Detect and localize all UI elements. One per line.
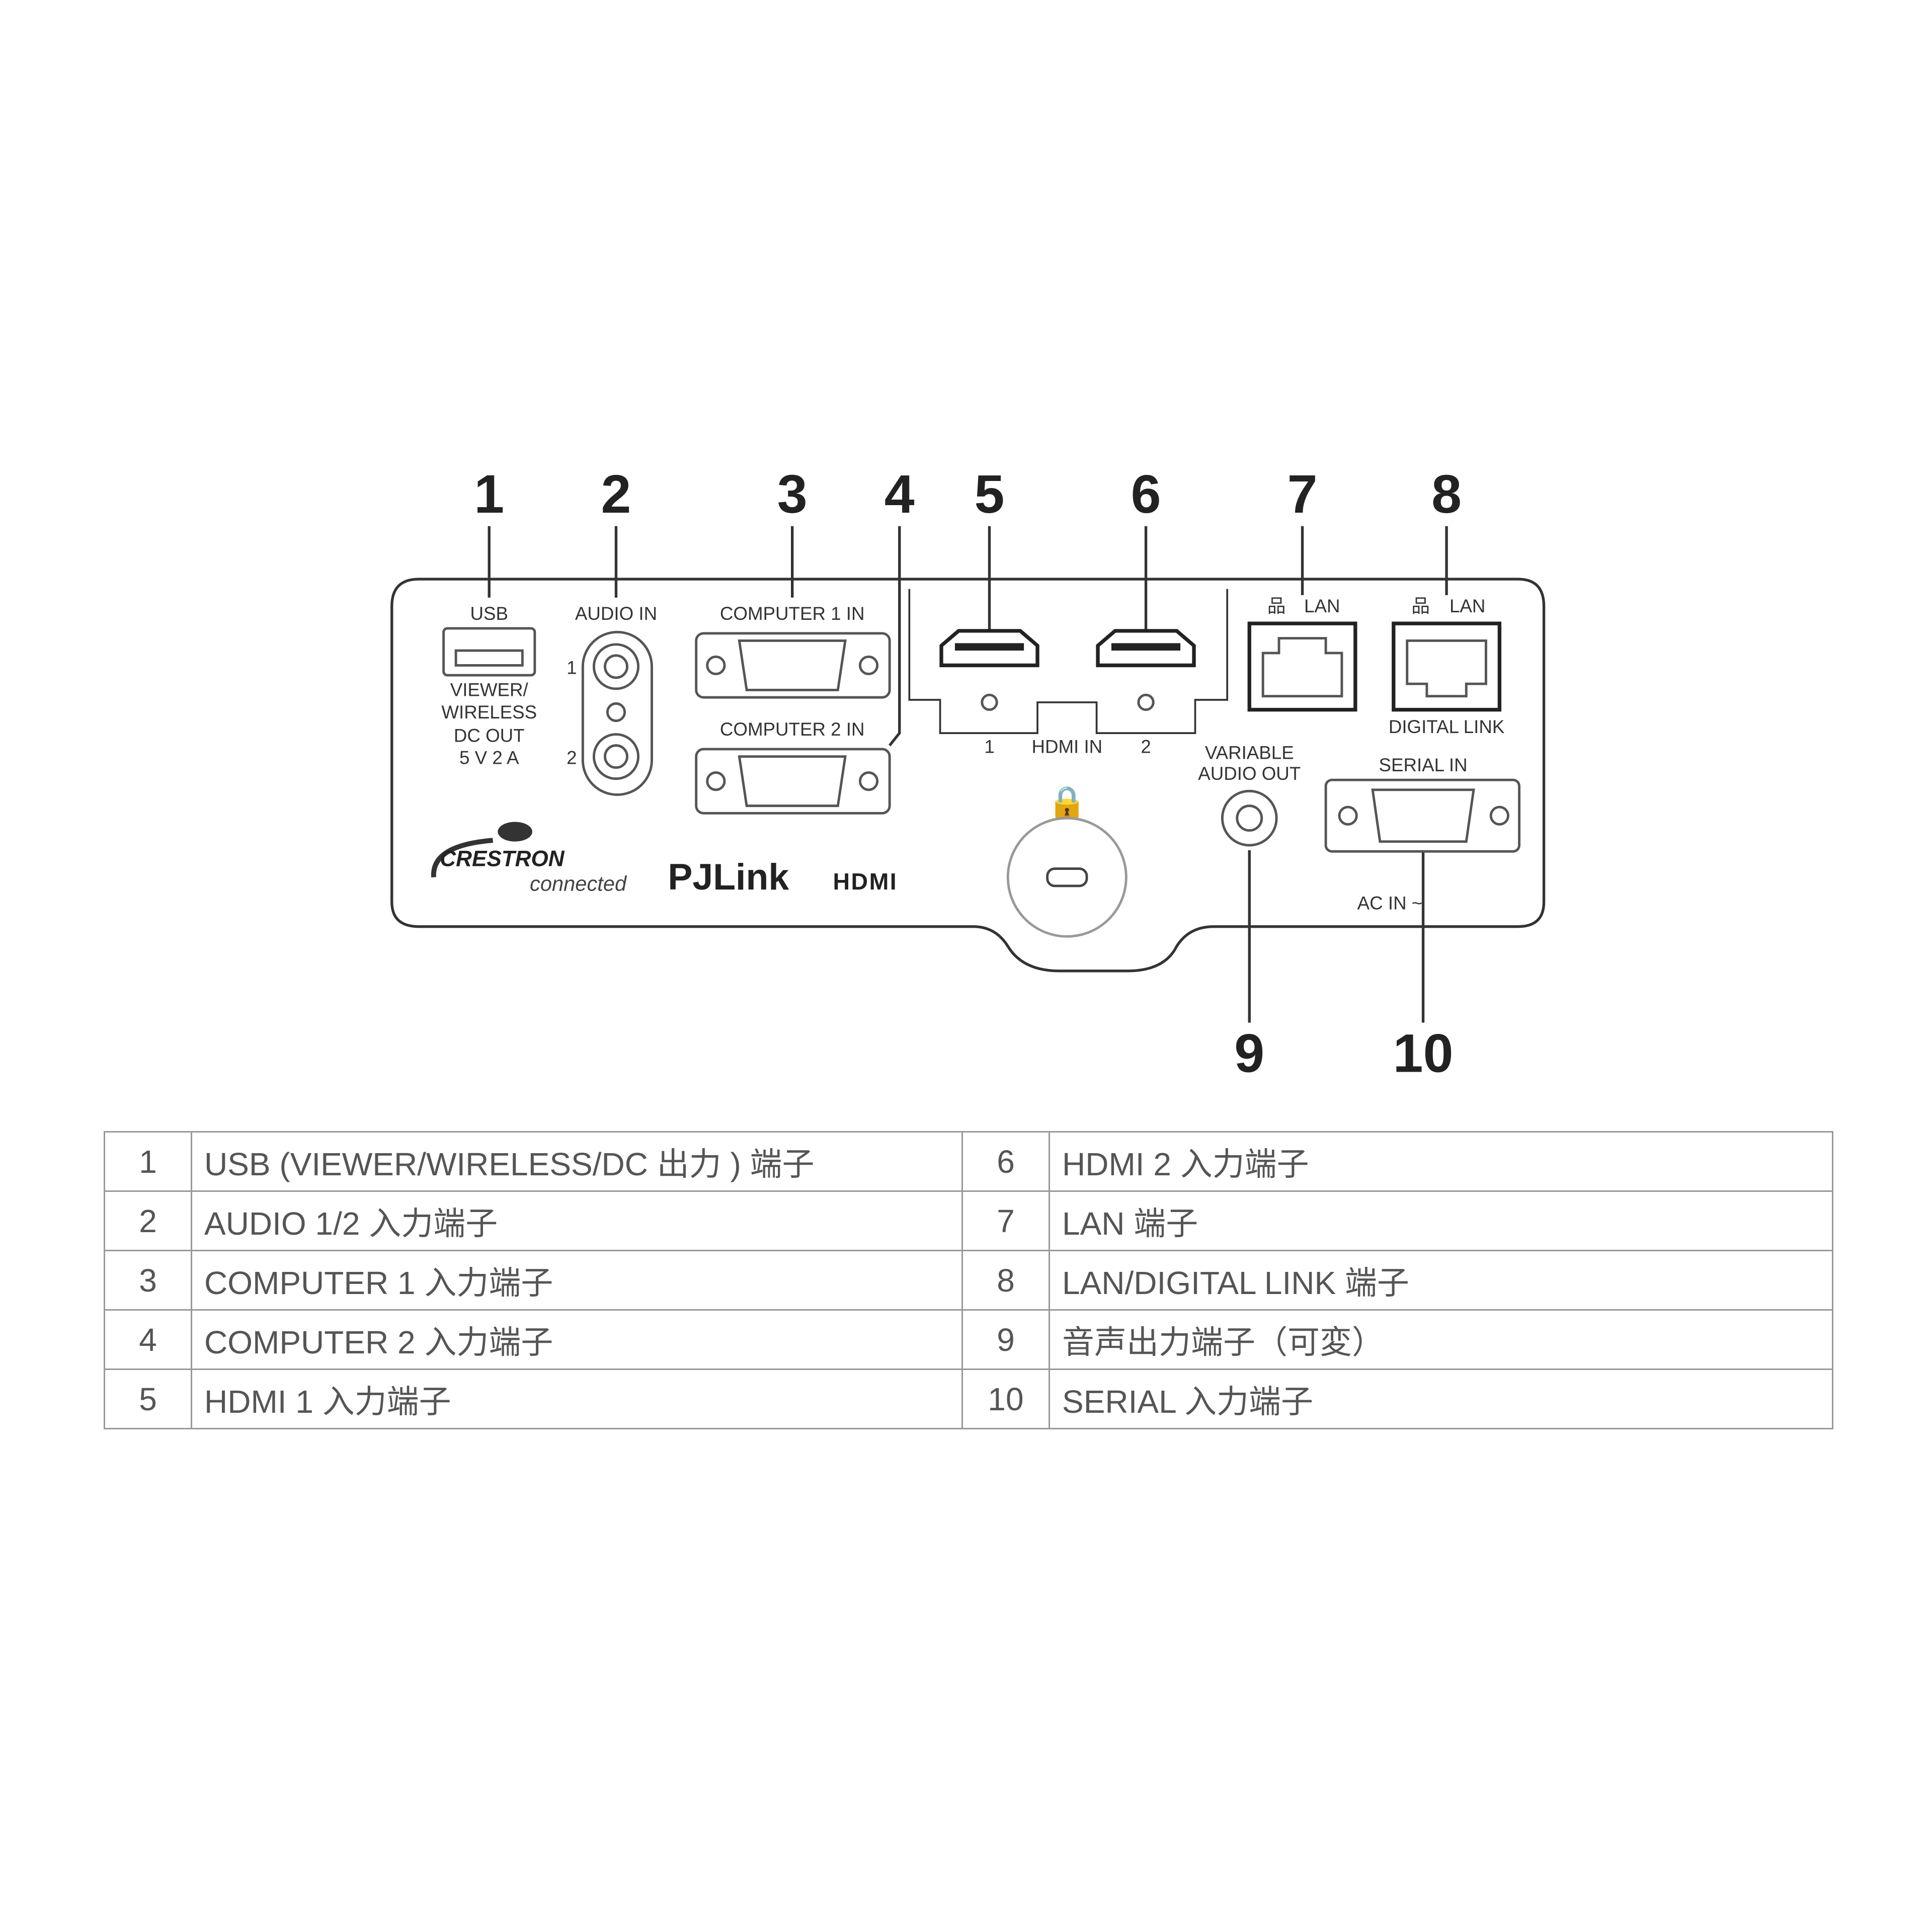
hdmi-2-port: [1096, 629, 1196, 711]
ac-in-label: AC IN ~: [1357, 893, 1423, 913]
serial-in-label: SERIAL IN: [1379, 755, 1467, 775]
item-number: 1: [104, 1131, 192, 1192]
panel-outline: [390, 578, 1546, 973]
item-description: COMPUTER 2 入力端子: [191, 1309, 963, 1370]
callout-5: 5: [975, 463, 1005, 524]
callout-2: 2: [601, 463, 631, 524]
table-row: 1 USB (VIEWER/WIRELESS/DC 出力 ) 端子 6 HDMI…: [104, 1131, 1833, 1192]
table-row: 5 HDMI 1 入力端子 10 SERIAL 入力端子: [104, 1369, 1833, 1429]
variable-audio-out-label-2: AUDIO OUT: [1198, 763, 1301, 784]
leader-lines: [488, 526, 1448, 1023]
pjlink-logo: PJLink: [668, 856, 789, 898]
hdmi-bracket: [908, 589, 1229, 734]
item-description: COMPUTER 1 入力端子: [191, 1250, 963, 1311]
usb-sub-2: WIRELESS: [441, 702, 537, 722]
serial-in-port: [1324, 778, 1521, 853]
callouts: 1 2 3 4 5 6 7 8 9 10: [474, 463, 1462, 1084]
hdmi-in-label: HDMI IN: [1031, 736, 1102, 757]
item-description: LAN/DIGITAL LINK 端子: [1049, 1250, 1833, 1311]
callout-9: 9: [1234, 1023, 1264, 1084]
lan-7-label: LAN: [1304, 596, 1340, 616]
table-row: 3 COMPUTER 1 入力端子 8 LAN/DIGITAL LINK 端子: [104, 1250, 1833, 1311]
usb-sub-3: DC OUT: [454, 725, 525, 746]
hdmi-1-label: 1: [984, 736, 994, 757]
security-slot: [1046, 867, 1088, 888]
lan-8-label: LAN: [1450, 596, 1485, 616]
hdmi-1-port: [939, 629, 1039, 711]
port-legend-table: 1 USB (VIEWER/WIRELESS/DC 出力 ) 端子 6 HDMI…: [104, 1131, 1833, 1429]
lan-digital-link-port: [1392, 621, 1502, 712]
item-description: SERIAL 入力端子: [1049, 1369, 1833, 1429]
callout-6: 6: [1131, 463, 1161, 524]
audio-in-screw: [606, 702, 626, 722]
item-description: LAN 端子: [1049, 1190, 1833, 1251]
variable-audio-out-label-1: VARIABLE: [1205, 743, 1294, 763]
audio-in-label: AUDIO IN: [575, 603, 657, 624]
callout-8: 8: [1431, 463, 1462, 524]
hdmi-2-label: 2: [1141, 736, 1151, 757]
callout-3: 3: [777, 463, 808, 524]
svg-text:connected: connected: [530, 872, 627, 896]
item-number: 4: [104, 1309, 192, 1370]
network-icon: 品: [1267, 596, 1286, 616]
computer-2-port: [695, 748, 891, 815]
table-row: 2 AUDIO 1/2 入力端子 7 LAN 端子: [104, 1190, 1833, 1251]
item-description: 音声出力端子（可変）: [1049, 1309, 1833, 1370]
callout-7: 7: [1287, 463, 1318, 524]
item-number: 3: [104, 1250, 192, 1311]
item-number: 10: [961, 1369, 1050, 1429]
hdmi-logo: HDMI: [833, 868, 898, 895]
usb-sub-1: VIEWER/: [450, 680, 529, 700]
variable-audio-out-hole: [1236, 804, 1263, 832]
computer-1-label: COMPUTER 1 IN: [720, 603, 865, 624]
computer-1-port: [695, 632, 891, 699]
table-row: 4 COMPUTER 2 入力端子 9 音声出力端子（可変）: [104, 1309, 1833, 1370]
digital-link-label: DIGITAL LINK: [1389, 716, 1505, 737]
item-description: AUDIO 1/2 入力端子: [191, 1190, 963, 1251]
callout-4: 4: [884, 463, 915, 524]
usb-label: USB: [470, 603, 508, 624]
audio-1-label: 1: [567, 658, 577, 678]
item-description: HDMI 2 入力端子: [1049, 1131, 1833, 1192]
callout-10: 10: [1393, 1023, 1454, 1084]
item-number: 9: [961, 1309, 1050, 1370]
item-number: 5: [104, 1369, 192, 1429]
audio-in-2-hole: [604, 744, 628, 769]
usb-sub-4: 5 V 2 A: [459, 747, 519, 768]
item-number: 2: [104, 1190, 192, 1251]
item-number: 7: [961, 1190, 1050, 1251]
audio-2-label: 2: [567, 747, 577, 768]
item-description: HDMI 1 入力端子: [191, 1369, 963, 1429]
callout-1: 1: [474, 463, 504, 524]
computer-2-label: COMPUTER 2 IN: [720, 719, 865, 740]
item-description: USB (VIEWER/WIRELESS/DC 出力 ) 端子: [191, 1131, 963, 1192]
item-number: 6: [961, 1131, 1050, 1192]
lan-port: [1247, 621, 1357, 712]
network-icon: 品: [1411, 596, 1430, 616]
svg-text:CRESTRON: CRESTRON: [440, 847, 565, 871]
kensington-lock-icon: 🔒: [1047, 784, 1087, 820]
audio-in-1-hole: [604, 654, 628, 679]
usb-port-tongue: [454, 649, 524, 667]
item-number: 8: [961, 1250, 1050, 1311]
crestron-connected-logo: CRESTRON connected: [431, 822, 627, 896]
